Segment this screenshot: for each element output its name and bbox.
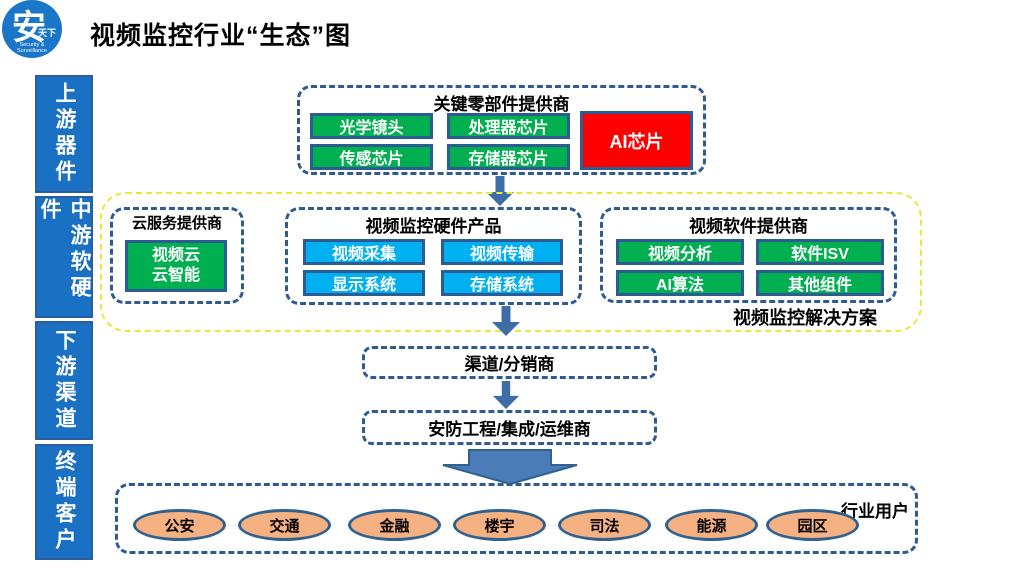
sidebar-item-downstream-channel: 下游渠道 bbox=[35, 321, 93, 440]
user-ellipse-transportation: 交通 bbox=[238, 509, 331, 541]
channel-distributor-box: 渠道/分销商 bbox=[362, 346, 657, 379]
user-ellipse-judiciary: 司法 bbox=[558, 509, 651, 541]
chip-video-transmission: 视频传输 bbox=[441, 239, 563, 265]
sidebar-item-midstream-softhardware: 中游软硬件 bbox=[35, 196, 93, 318]
user-ellipse-public-security: 公安 bbox=[133, 509, 226, 541]
down-arrow-icon bbox=[486, 176, 514, 206]
page-title: 视频监控行业“生态”图 bbox=[90, 22, 352, 50]
big-down-arrow-icon bbox=[442, 449, 578, 485]
down-arrow-icon bbox=[492, 381, 520, 409]
cloud-service-provider-box: 云服务提供商 视频云 云智能 bbox=[110, 207, 244, 304]
brand-logo-main-char: 安 bbox=[12, 9, 46, 47]
integrator-label: 安防工程/集成/运维商 bbox=[428, 420, 591, 439]
chip-memory-chip: 存储器芯片 bbox=[447, 144, 570, 170]
software-provider-box: 视频软件提供商 视频分析 软件ISV AI算法 其他组件 bbox=[600, 207, 897, 303]
key-components-provider-box: 关键零部件提供商 光学镜头 处理器芯片 传感芯片 存储器芯片 AI芯片 bbox=[297, 85, 706, 175]
chip-other-components: 其他组件 bbox=[756, 270, 884, 296]
chip-display-system: 显示系统 bbox=[303, 270, 425, 296]
software-provider-title: 视频软件提供商 bbox=[689, 217, 808, 236]
chip-storage-system: 存储系统 bbox=[441, 270, 563, 296]
cloud-service-provider-title: 云服务提供商 bbox=[131, 215, 222, 232]
key-components-provider-title: 关键零部件提供商 bbox=[433, 95, 570, 114]
chip-optical-lens: 光学镜头 bbox=[310, 113, 433, 139]
chip-video-cloud: 视频云 云智能 bbox=[125, 240, 227, 292]
hardware-products-title: 视频监控硬件产品 bbox=[365, 217, 502, 236]
brand-logo-icon: 安 天下 Security & Surveillance bbox=[2, 0, 62, 58]
chip-ai-chip: AI芯片 bbox=[580, 111, 693, 170]
sidebar-item-upstream-components: 上游器件 bbox=[35, 75, 93, 193]
user-ellipse-campus: 园区 bbox=[766, 509, 859, 541]
chip-ai-algorithm: AI算法 bbox=[616, 270, 744, 296]
integrator-box: 安防工程/集成/运维商 bbox=[362, 410, 657, 445]
user-ellipse-energy: 能源 bbox=[665, 509, 758, 541]
industry-users-label: 行业用户 bbox=[841, 502, 909, 521]
brand-logo-sub-chars: 天下 bbox=[37, 28, 56, 38]
solution-label: 视频监控解决方案 bbox=[733, 308, 877, 328]
channel-distributor-label: 渠道/分销商 bbox=[464, 355, 555, 374]
hardware-products-box: 视频监控硬件产品 视频采集 视频传输 显示系统 存储系统 bbox=[285, 207, 582, 305]
chip-video-analysis: 视频分析 bbox=[616, 239, 744, 265]
chip-sensor-chip: 传感芯片 bbox=[310, 144, 433, 170]
chip-software-isv: 软件ISV bbox=[756, 239, 884, 265]
user-ellipse-finance: 金融 bbox=[348, 509, 441, 541]
industry-users-box: 行业用户 公安 交通 金融 楼宇 司法 能源 园区 bbox=[115, 483, 918, 554]
brand-logo-caption: Security & Surveillance bbox=[17, 41, 47, 54]
sidebar-item-end-customers: 终端客户 bbox=[35, 444, 93, 560]
chip-processor-chip: 处理器芯片 bbox=[447, 113, 570, 139]
chip-video-capture: 视频采集 bbox=[303, 239, 425, 265]
user-ellipse-buildings: 楼宇 bbox=[453, 509, 546, 541]
down-arrow-icon bbox=[492, 306, 520, 336]
